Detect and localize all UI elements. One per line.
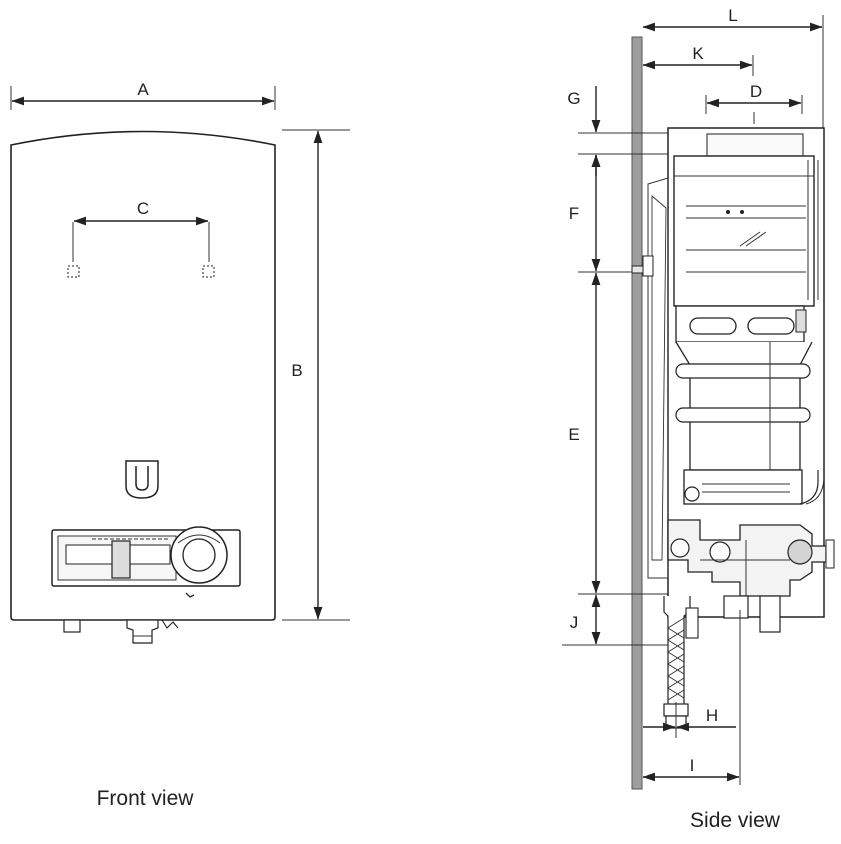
coil-lower (675, 407, 811, 423)
side-view: L K D G F E J (562, 6, 835, 832)
gas-valve-assembly (667, 519, 827, 597)
dim-label-c: C (137, 199, 149, 218)
side-view-caption: Side view (690, 809, 781, 832)
dim-label-d: D (750, 82, 762, 101)
side-heater-body (631, 127, 835, 729)
dim-label-f: F (569, 204, 579, 223)
dim-label-b: B (291, 361, 302, 380)
dim-label-a: A (137, 80, 149, 99)
power-slider-knob (111, 540, 131, 579)
dim-label-g: G (567, 89, 580, 108)
dim-label-e: E (568, 425, 579, 444)
burner (683, 469, 803, 505)
front-connection-left (63, 619, 81, 633)
front-view-caption: Front view (97, 787, 195, 810)
draft-hood (673, 155, 815, 307)
coil-upper (675, 363, 811, 379)
water-valve-knob (787, 539, 813, 565)
dim-label-i: I (690, 756, 695, 775)
back-bracket (647, 177, 669, 579)
flue-outlet (706, 133, 804, 157)
dim-label-j: J (570, 613, 579, 632)
mounting-wall (631, 36, 643, 790)
front-view: A B C (10, 80, 350, 810)
mounting-hole-right (202, 265, 215, 278)
dim-label-l: L (728, 6, 737, 25)
front-connection-right (161, 619, 179, 629)
front-connection-gas (126, 619, 159, 644)
heat-exchanger (675, 341, 813, 471)
water-outlet (759, 595, 781, 633)
brand-logo-icon (125, 460, 159, 499)
flame-icon (185, 592, 195, 598)
dim-label-k: K (692, 44, 704, 63)
dim-label-h: H (706, 706, 718, 725)
control-panel (51, 526, 241, 598)
mounting-hole-left (67, 265, 80, 278)
